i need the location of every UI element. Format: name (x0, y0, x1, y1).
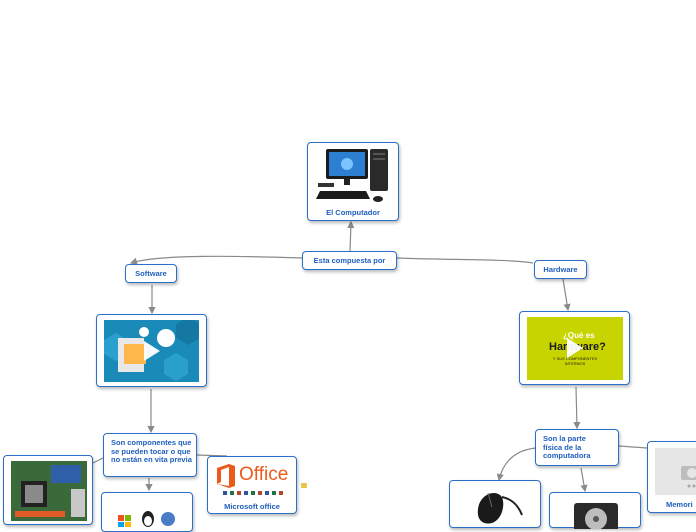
software-description-label: Son componentes que se pueden tocar o qu… (111, 438, 192, 465)
software-video-thumbnail[interactable] (104, 320, 199, 382)
mouse-node[interactable] (449, 480, 541, 528)
office-logo-text: Office (239, 464, 289, 485)
motherboard-node[interactable] (3, 455, 93, 525)
office-node[interactable]: Office Microsoft office (207, 456, 297, 514)
software-description-node[interactable]: Son componentes que se pueden tocar o qu… (103, 433, 197, 477)
connector-description-to-office (196, 454, 228, 457)
connector-layer (92, 220, 648, 493)
camera-glyph (681, 466, 696, 488)
software-video-node[interactable] (96, 314, 207, 387)
hardware-description-label: Son la parte física de la computadora (543, 434, 591, 461)
connector-composition-to-central (347, 220, 355, 253)
composition-node[interactable]: Esta compuesta por (302, 251, 397, 270)
software-node-label: Software (135, 269, 167, 278)
connector-hardware-to-video (562, 278, 571, 312)
central-node[interactable]: El Computador (307, 142, 399, 221)
hardware-node[interactable]: Hardware (534, 260, 587, 279)
composition-node-label: Esta compuesta por (313, 256, 386, 265)
memory-node-label: Memori (666, 500, 693, 509)
os-logos-icon (118, 511, 175, 527)
connector-composition-to-software (129, 255, 304, 265)
connector-hw-desc-to-mouse (496, 447, 537, 482)
hardware-video-node[interactable]: ¿Qué es Hardware? Y SUS COMPONENTES INTE… (519, 311, 630, 385)
camera-icon (655, 448, 696, 495)
hardware-video-thumbnail[interactable]: ¿Qué es Hardware? Y SUS COMPONENTES INTE… (527, 317, 623, 380)
disk-node[interactable] (549, 492, 641, 529)
connector-composition-to-hardware (395, 257, 534, 264)
desktop-computer-icon (316, 149, 388, 202)
office-logo: Office (215, 462, 291, 495)
memory-node[interactable]: Memori (647, 441, 696, 513)
office-icon (217, 464, 235, 488)
note-icon[interactable] (301, 483, 307, 488)
software-video-illustration (104, 320, 199, 381)
motherboard-photo (11, 461, 87, 521)
hardware-video-prefix: ¿Qué es (563, 331, 595, 340)
central-node-label: El Computador (326, 208, 380, 217)
os-logos-node[interactable] (101, 492, 193, 532)
connector-hardware-video-to-description (573, 386, 581, 430)
hardware-node-label: Hardware (543, 265, 578, 274)
hard-disk-photo (574, 503, 618, 529)
connector-hw-desc-to-disk (580, 467, 588, 493)
play-icon[interactable] (567, 338, 583, 358)
connector-hw-desc-to-memory (618, 445, 648, 449)
office-app-icons (223, 491, 285, 495)
software-node[interactable]: Software (125, 264, 177, 283)
hardware-video-subtitle: Y SUS COMPONENTES INTERNOS (552, 356, 598, 366)
hardware-description-node[interactable]: Son la parte física de la computadora (535, 429, 619, 466)
mouse-photo (477, 492, 523, 524)
play-icon[interactable] (144, 341, 160, 361)
office-node-label: Microsoft office (224, 502, 280, 511)
connector-description-to-motherboard (92, 457, 104, 464)
